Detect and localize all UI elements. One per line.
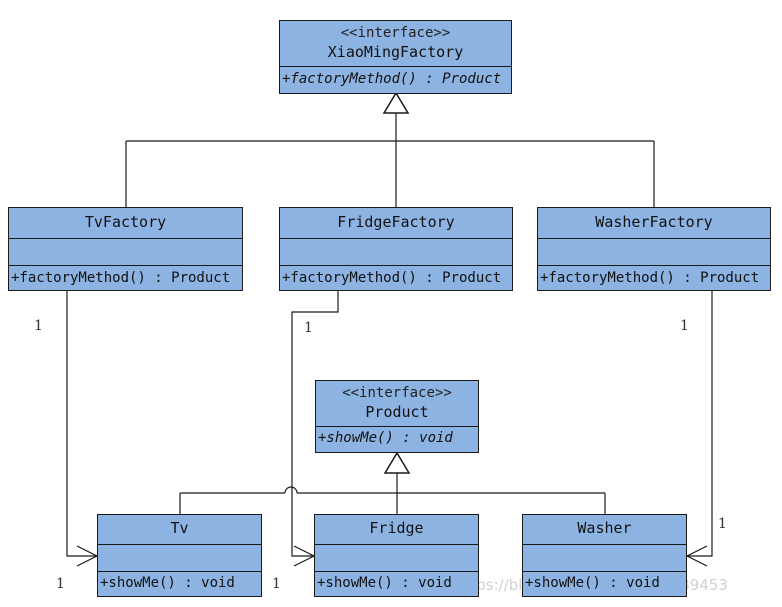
attributes-section	[523, 544, 686, 571]
operation-label: +showMe() : void	[100, 575, 235, 591]
operation-label: +showMe() : void	[317, 575, 452, 591]
class-name: XiaoMingFactory	[327, 43, 464, 61]
multiplicity-fridge: 1	[272, 576, 281, 592]
multiplicity-washerfactory: 1	[680, 318, 689, 334]
product-generalization-triangle	[383, 451, 411, 474]
class-name: Washer	[577, 519, 632, 537]
fridgefactory-to-fridge-line	[291, 291, 339, 557]
attributes-section	[280, 238, 512, 265]
stereotype-label: <<interface>>	[340, 25, 451, 41]
class-name: WasherFactory	[595, 213, 713, 231]
tvfactory-to-tv-line	[66, 291, 97, 557]
line-hop	[284, 486, 298, 494]
fridge-class[interactable]: Fridge +showMe() : void	[314, 514, 479, 597]
washerfactory-to-washer-line	[687, 291, 713, 557]
attributes-section	[98, 544, 261, 571]
attributes-section	[315, 544, 478, 571]
xiaomingfactory-interface[interactable]: <<interface>> XiaoMingFactory +factoryMe…	[279, 20, 512, 94]
operation-label: +factoryMethod() : Product	[282, 270, 502, 286]
operation-label: +factoryMethod() : Product	[540, 270, 760, 286]
multiplicity-tvfactory: 1	[34, 318, 43, 334]
class-name: Product	[365, 403, 429, 421]
tvfactory-class[interactable]: TvFactory +factoryMethod() : Product	[8, 207, 243, 291]
washer-open-arrowhead	[685, 545, 708, 567]
operation-label: +factoryMethod() : Product	[282, 71, 502, 87]
operation-label: +showMe() : void	[525, 575, 660, 591]
washerfactory-class[interactable]: WasherFactory +factoryMethod() : Product	[537, 207, 771, 291]
multiplicity-tv: 1	[56, 576, 65, 592]
operation-label: +showMe() : void	[318, 430, 453, 446]
fridgefactory-class[interactable]: FridgeFactory +factoryMethod() : Product	[279, 207, 513, 291]
operation-label: +factoryMethod() : Product	[11, 270, 231, 286]
class-name: Tv	[170, 519, 189, 537]
class-name: FridgeFactory	[337, 213, 455, 231]
multiplicity-washer: 1	[718, 516, 727, 532]
multiplicity-fridgefactory: 1	[304, 320, 313, 336]
class-name: TvFactory	[84, 213, 167, 231]
washer-class[interactable]: Washer +showMe() : void	[522, 514, 687, 597]
factory-generalization-triangle	[382, 91, 410, 114]
class-name: Fridge	[369, 519, 424, 537]
attributes-section	[538, 238, 770, 265]
stereotype-label: <<interface>>	[342, 385, 452, 401]
attributes-section	[9, 238, 242, 265]
tv-class[interactable]: Tv +showMe() : void	[97, 514, 262, 597]
product-interface[interactable]: <<interface>> Product +showMe() : void	[315, 380, 479, 453]
